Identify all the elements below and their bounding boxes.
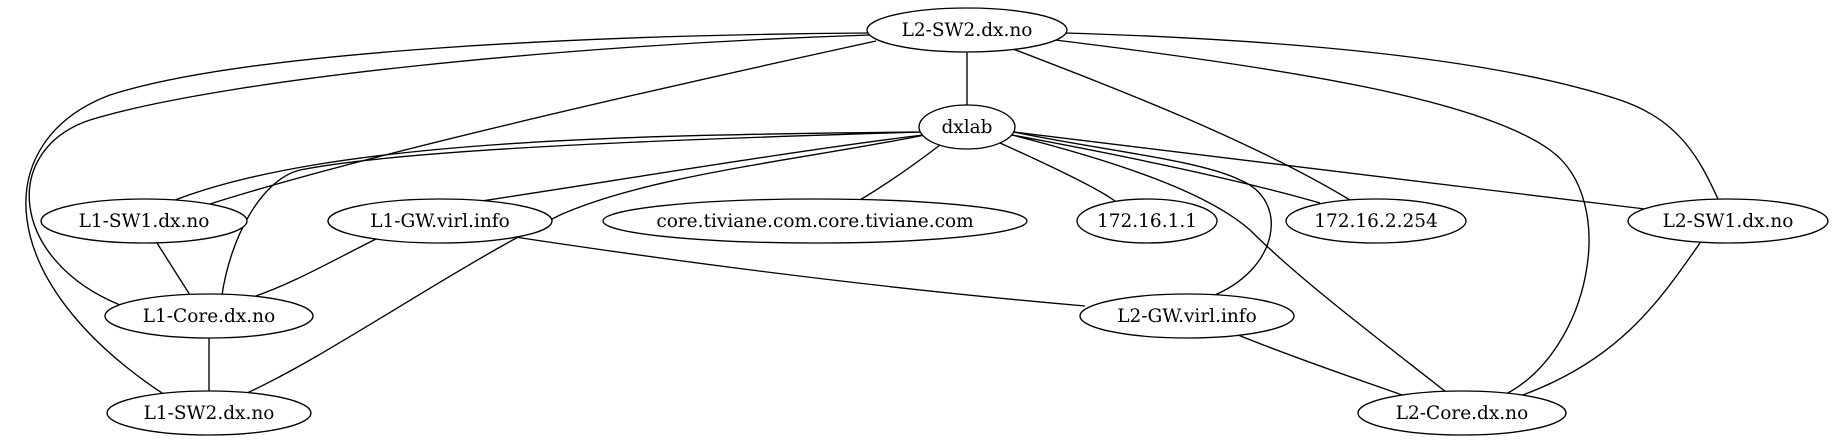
node-l2sw2: L2-SW2.dx.no	[866, 7, 1068, 53]
node-ip1611: 172.16.1.1	[1076, 198, 1218, 244]
node-ellipse-ip162254	[1285, 198, 1467, 244]
node-label-l2core: L2-Core.dx.no	[1396, 403, 1528, 424]
edge-l1sw1-l1core	[156, 242, 191, 296]
node-ellipse-l1gw	[327, 198, 553, 244]
node-ellipse-core	[602, 198, 1028, 244]
node-label-l1sw1: L1-SW1.dx.no	[79, 211, 210, 232]
edge-l2sw2-l2sw1	[1065, 32, 1719, 200]
edge-dxlab-l1sw2	[246, 134, 926, 394]
node-core: core.tiviane.com.core.tiviane.com	[602, 198, 1028, 244]
node-l1core: L1-Core.dx.no	[104, 293, 314, 339]
edge-dxlab-ip162254	[1011, 134, 1321, 204]
edge-l1gw-l1core	[249, 238, 377, 299]
edge-l2gw-l2core	[1237, 334, 1406, 397]
edge-dxlab-ip1611	[999, 142, 1116, 202]
node-l2sw1: L2-SW1.dx.no	[1627, 198, 1829, 244]
node-l2gw: L2-GW.virl.info	[1079, 293, 1295, 339]
edge-l2sw2-l1sw1	[209, 40, 877, 205]
edge-dxlab-l2sw1	[1012, 131, 1646, 210]
node-l1gw: L1-GW.virl.info	[327, 198, 553, 244]
node-ellipse-l2sw1	[1627, 198, 1829, 244]
edge-dxlab-core	[859, 144, 941, 201]
node-label-dxlab: dxlab	[941, 117, 992, 138]
edge-dxlab-l2gw	[1013, 131, 1272, 298]
node-ellipse-l2gw	[1079, 293, 1295, 339]
edge-dxlab-l2core	[1011, 134, 1447, 393]
node-label-l1gw: L1-GW.virl.info	[370, 211, 510, 232]
node-label-ip162254: 172.16.2.254	[1314, 211, 1438, 232]
node-ellipse-l1sw1	[40, 198, 248, 244]
node-label-l1sw2: L1-SW2.dx.no	[144, 403, 275, 424]
edge-dxlab-l1sw1	[169, 131, 921, 203]
edge-l2sw2-l2core	[1054, 39, 1590, 395]
edge-l2sw2-l1sw2	[25, 32, 869, 396]
node-label-ip1611: 172.16.1.1	[1097, 211, 1197, 232]
edge-l2sw2-ip162254	[1012, 48, 1351, 201]
node-l1sw2: L1-SW2.dx.no	[106, 390, 312, 436]
node-label-l1core: L1-Core.dx.no	[143, 306, 275, 327]
node-l1sw1: L1-SW1.dx.no	[40, 198, 248, 244]
node-ellipse-l1sw2	[106, 390, 312, 436]
node-label-core: core.tiviane.com.core.tiviane.com	[656, 211, 974, 232]
node-ellipse-ip1611	[1076, 198, 1218, 244]
edge-l1gw-l2gw	[514, 236, 1086, 307]
node-label-l2gw: L2-GW.virl.info	[1117, 306, 1257, 327]
node-ellipse-l2core	[1357, 390, 1567, 436]
edge-dxlab-l1gw	[474, 134, 924, 203]
node-ellipse-dxlab	[918, 104, 1016, 150]
node-l2core: L2-Core.dx.no	[1357, 390, 1567, 436]
node-label-l2sw1: L2-SW1.dx.no	[1663, 211, 1794, 232]
node-ellipse-l1core	[104, 293, 314, 339]
edge-l2sw2-l1core	[28, 34, 871, 306]
edge-l2sw1-l2core	[1519, 242, 1701, 397]
node-dxlab: dxlab	[918, 104, 1016, 150]
node-ellipse-l2sw2	[866, 7, 1068, 53]
node-label-l2sw2: L2-SW2.dx.no	[902, 20, 1033, 41]
node-ip162254: 172.16.2.254	[1285, 198, 1467, 244]
